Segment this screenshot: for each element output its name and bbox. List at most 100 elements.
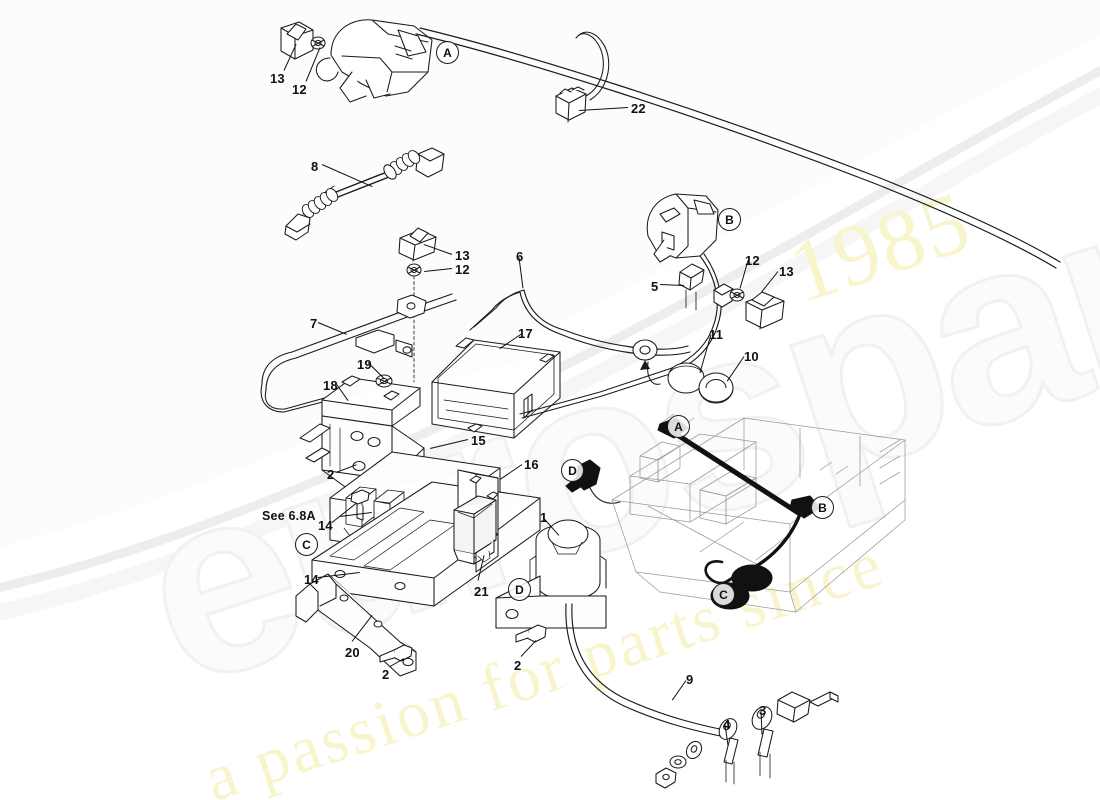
- callout-number-1: 1: [540, 510, 548, 525]
- callout-number-10: 10: [744, 349, 759, 364]
- leader-line-2: [335, 464, 358, 473]
- leader-line-2: [520, 640, 537, 657]
- leader-line-2: [389, 658, 405, 667]
- harness-bulkhead-grommet: [632, 339, 658, 361]
- callout-number-2: 2: [514, 658, 522, 673]
- callout-number-22: 22: [631, 101, 646, 116]
- callout-number-5: 5: [651, 279, 659, 294]
- leader-line-7: [317, 322, 348, 335]
- callout-number-2: 2: [382, 667, 390, 682]
- callout-number-13: 13: [270, 71, 285, 86]
- leader-line-21: [477, 555, 485, 581]
- part-7-cable-upper: [261, 293, 453, 385]
- part-20-support-strut: [295, 573, 417, 677]
- part-2-bolt-canister: [515, 624, 547, 643]
- callout-number-16: 16: [524, 457, 539, 472]
- callout-number-12: 12: [455, 262, 470, 277]
- callout-number-20: 20: [345, 645, 360, 660]
- inset-harness-loop: [704, 560, 736, 585]
- callout-number-13: 13: [779, 264, 794, 279]
- part-6-cable-2: [523, 289, 689, 350]
- section-marker-d: D: [508, 578, 531, 601]
- section-marker-a: A: [436, 41, 459, 64]
- callout-number-13: 13: [455, 248, 470, 263]
- leader-line-5: [659, 284, 685, 286]
- section-marker-a: A: [667, 415, 690, 438]
- callout-number-8: 8: [311, 159, 319, 174]
- callout-number-17: 17: [518, 326, 533, 341]
- part-2-bolt-strut: [379, 644, 413, 663]
- section-marker-d: D: [561, 459, 584, 482]
- terminal-washer-nut-group: [655, 740, 703, 789]
- part-17-control-module: [431, 337, 561, 439]
- part-B-cable-left: [519, 367, 673, 415]
- leader-line-13: [283, 44, 297, 71]
- part-4-eyelet: [718, 718, 739, 785]
- part-7-cable-bend2: [264, 389, 286, 410]
- leader-line-14: [331, 503, 357, 523]
- watermark-swoosh-stroke: [0, 65, 1100, 593]
- part-13-clip-mid: [398, 227, 437, 262]
- part-13-clip-top: [280, 21, 314, 60]
- leader-line-12: [305, 47, 321, 82]
- part-5-connector: [678, 263, 705, 311]
- leader-line-16: [499, 464, 523, 480]
- callout-number-12: 12: [745, 253, 760, 268]
- leader-line-9: [671, 680, 687, 701]
- part-12-grommet-mid: [406, 263, 422, 277]
- section-marker-c: C: [712, 583, 735, 606]
- part-22-lead-2: [577, 31, 610, 101]
- part-12-grommet-right: [729, 288, 745, 302]
- callout-number-11: 11: [709, 327, 724, 342]
- part-8-flexible-conduit: [284, 147, 445, 241]
- callout-number-12: 12: [292, 82, 307, 97]
- leader-line-22: [578, 107, 629, 111]
- part-7-cable-lower: [265, 299, 457, 391]
- callout-number-4: 4: [723, 717, 731, 732]
- section-marker-b: B: [811, 496, 834, 519]
- part-B-actuator: [646, 193, 719, 263]
- leader-line-10: [726, 356, 745, 382]
- leader-line-20: [351, 615, 373, 642]
- part-1-canister: [529, 519, 607, 601]
- callout-number-9: 9: [686, 672, 694, 687]
- leader-line-12: [423, 268, 453, 272]
- part-12-grommet-top: [310, 36, 326, 50]
- part-6-cable-left2: [473, 289, 525, 328]
- section-marker-c: C: [295, 533, 318, 556]
- leader-line-8: [321, 164, 373, 187]
- inset-harness-main: [673, 431, 803, 517]
- leader-line-15: [429, 439, 469, 449]
- part-22-connector: [555, 86, 587, 123]
- callout-number-3: 3: [759, 703, 767, 718]
- part-9-cable: [565, 603, 731, 739]
- part-22-lead: [575, 33, 604, 97]
- cable-mount-bracket-upper: [396, 294, 427, 319]
- callout-number-18: 18: [323, 378, 338, 393]
- part-A-motor-assembly: [315, 19, 433, 103]
- leader-line-14: [317, 572, 361, 578]
- part-D-lead: [589, 487, 621, 504]
- leader-line-13: [761, 271, 779, 292]
- part-B-cable-left2: [521, 371, 677, 419]
- section-marker-b: B: [718, 208, 741, 231]
- callout-number-14: 14: [318, 518, 333, 533]
- callout-number-15: 15: [471, 433, 486, 448]
- part-3-eyelet: [751, 706, 774, 779]
- battery-post-stud: [776, 691, 839, 723]
- harness-main-cable-2: [415, 33, 1057, 269]
- callout-number-21: 21: [474, 584, 489, 599]
- harness-main-cable: [419, 27, 1061, 263]
- inset-vehicle-structure: [611, 413, 906, 613]
- part-11-arrow-head: [640, 360, 650, 370]
- part-14-bolt-upper: [350, 489, 370, 521]
- part-7-cable-bend: [260, 383, 285, 413]
- part-B-cable: [671, 255, 718, 369]
- part-6-cable: [519, 291, 691, 356]
- callout-number-2: 2: [327, 467, 335, 482]
- part-21-relay: [453, 495, 497, 565]
- part-13-clip-right: [745, 291, 785, 330]
